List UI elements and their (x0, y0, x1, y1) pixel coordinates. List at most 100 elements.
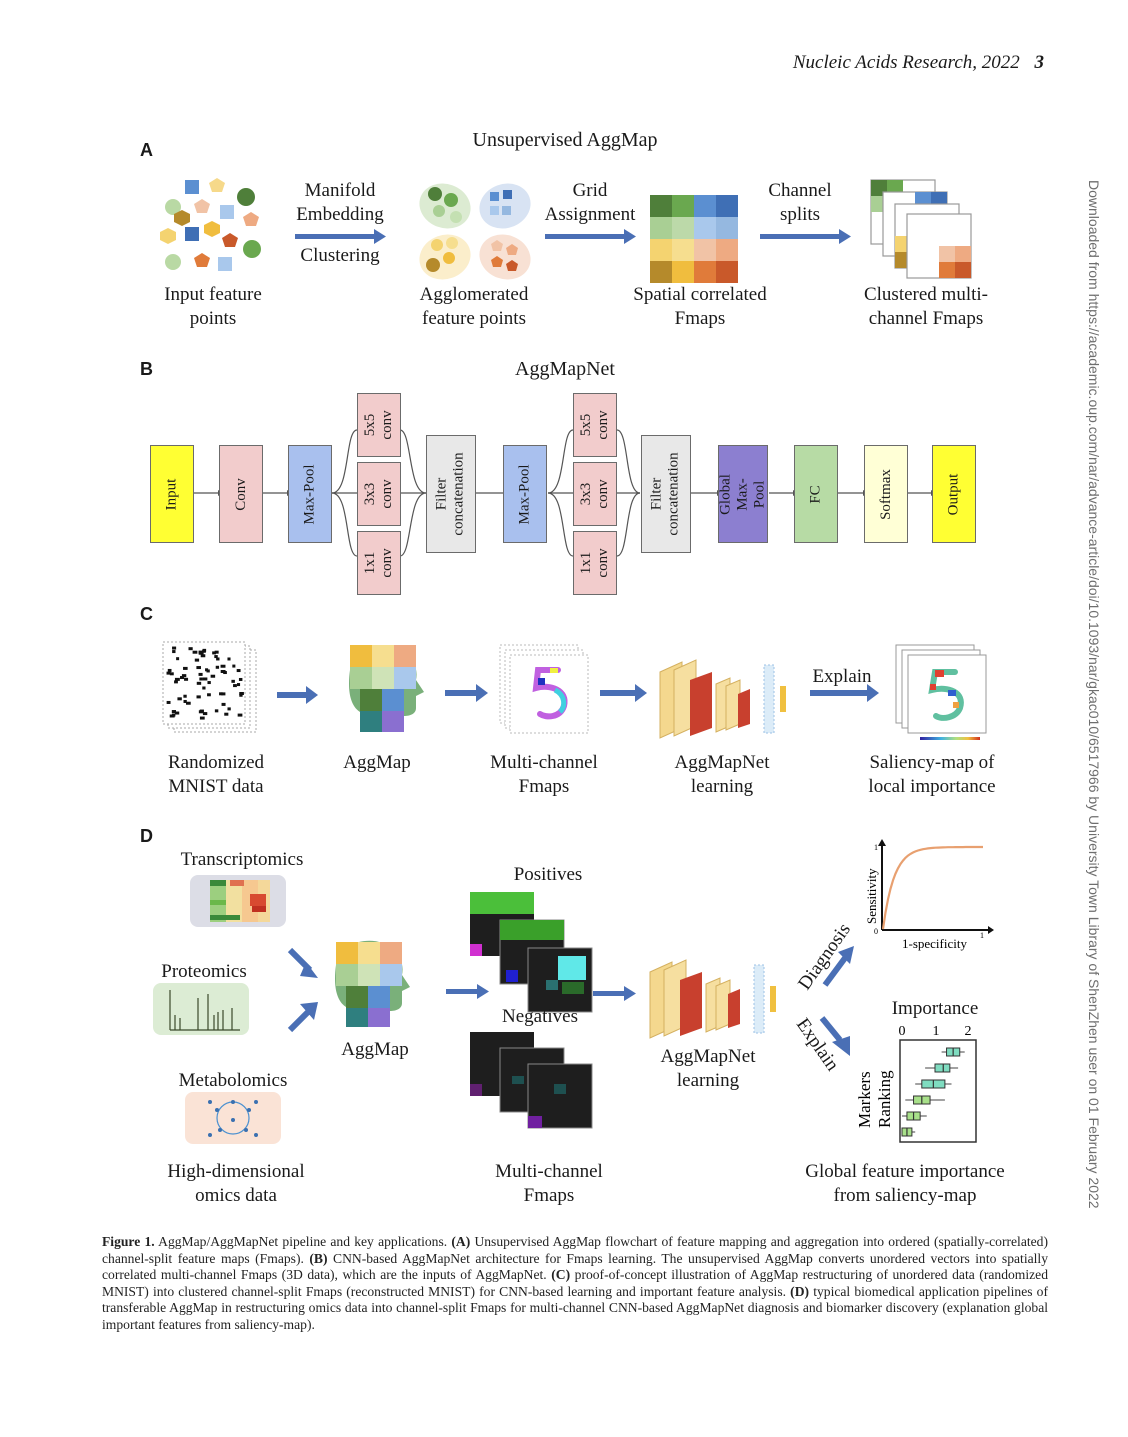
block-label: 5x5 conv (578, 410, 611, 440)
mnist-pixel (172, 650, 176, 654)
d-label-aggmap: AggMap (341, 1039, 409, 1060)
mnist-pixel (202, 677, 208, 681)
importance-ylabel-markers: Markers (855, 1071, 874, 1128)
roc-x-label: 1-specificity (902, 936, 967, 951)
arrow-c-2 (445, 684, 488, 702)
mnist-pixel (174, 680, 178, 684)
label-line: learning (676, 1070, 740, 1091)
arrow-diagnosis (822, 946, 854, 987)
mnist-pixel (196, 666, 201, 670)
aggmap-head-icon-d (335, 940, 410, 1027)
panel-a-graphics (160, 178, 972, 283)
panel-b-title: AggMapNet (515, 358, 615, 380)
mnist-pixel (220, 664, 226, 668)
grid-cell (650, 261, 672, 283)
clustered-channel-stack (870, 179, 972, 279)
grid-cell (716, 239, 738, 261)
mnist-pixel (221, 702, 226, 706)
transcriptomics-heatmap-icon (190, 875, 286, 927)
mnist-pixel (221, 692, 226, 696)
panel-c-graphics (162, 641, 987, 740)
aggmap-head-icon (349, 645, 424, 732)
running-header: Nucleic Acids Research, 2022 3 (793, 52, 1044, 74)
block-global-maxpool: Global Max-Pool (718, 445, 768, 543)
block-filter-concat-1: Filter concatenation (426, 435, 476, 553)
metabolomics-network-icon (185, 1092, 281, 1144)
mnist-pixel (200, 654, 206, 658)
explain-label-c: Explain (812, 666, 872, 687)
roc-curve-chart: 1 0 1 1-specificity Sensitivity (864, 839, 994, 951)
label-line: MNIST data (168, 776, 264, 797)
label-line: Fmaps (674, 308, 726, 329)
mnist-pixel (239, 693, 243, 697)
mnist-pixel (183, 699, 187, 703)
mnist-pixel (179, 676, 185, 680)
block-label: Softmax (877, 468, 894, 520)
mnist-pixel (176, 657, 180, 661)
c-label-aggmap: AggMap (317, 751, 437, 775)
block-filter-concat-2: Filter concatenation (641, 435, 691, 553)
label-line: from saliency-map (833, 1185, 977, 1206)
block-softmax: Softmax (864, 445, 908, 543)
arrow-label-channel: Channel (768, 180, 832, 201)
label-line: Global feature importance (805, 1161, 1005, 1182)
mnist-pixel (171, 713, 176, 717)
mnist-pixel (166, 671, 171, 675)
grid-cell (694, 261, 716, 283)
mnist-pixel (172, 646, 177, 650)
caption-figure-label: Figure 1. (102, 1234, 155, 1249)
grid-cell (672, 239, 694, 261)
mnist-pixel (227, 707, 231, 711)
grid-cell (672, 217, 694, 239)
figure-caption: Figure 1. AggMap/AggMapNet pipeline and … (102, 1234, 1048, 1334)
block-label: Output (945, 473, 962, 515)
label-line: Clustered multi- (863, 284, 988, 305)
arrow-explain-c (810, 684, 879, 702)
importance-ylabel-ranking: Ranking (875, 1070, 894, 1128)
block-maxpool-1: Max-Pool (288, 445, 332, 543)
block-fc: FC (794, 445, 838, 543)
block-label: Global Max-Pool (717, 473, 768, 515)
arrow-label-splits: splits (779, 204, 821, 225)
caption-ref-d: (D) (790, 1283, 810, 1299)
roc-origin-tick: 0 (874, 927, 878, 936)
mnist-pixel (183, 666, 188, 670)
arrow-c-3 (600, 684, 647, 702)
arrow-transcriptomics-to-aggmap (287, 947, 318, 978)
roc-x-tick-1: 1 (980, 931, 984, 940)
arrow-manifold-embedding (295, 229, 386, 244)
arrow-grid-assignment (545, 229, 636, 244)
omics-label-transcriptomics: Transcriptomics (180, 849, 304, 870)
journal-name: Nucleic Acids Research, 2022 (792, 52, 1020, 73)
importance-tick-1: 1 (933, 1024, 940, 1039)
label-line: Fmaps (523, 1185, 575, 1206)
arrow-label-clustering: Clustering (300, 245, 380, 266)
arrow-proteomics-to-aggmap (287, 1002, 318, 1033)
mnist-pixel (183, 694, 187, 698)
label-line: omics data (195, 1185, 277, 1206)
randomized-mnist-image (162, 641, 257, 733)
box-iqr (934, 1063, 951, 1073)
mnist-pixel (199, 716, 205, 720)
mnist-pixel (174, 677, 180, 681)
mnist-pixel (181, 674, 187, 678)
grid-cell (650, 239, 672, 261)
label-line: learning (690, 776, 754, 797)
arrow-c-1 (277, 686, 318, 704)
mnist-pixel (205, 668, 209, 672)
block-label: 1x1 conv (362, 548, 395, 578)
grid-cell (694, 239, 716, 261)
mnist-pixel (233, 684, 237, 688)
mnist-pixel (214, 650, 219, 654)
omics-label-proteomics: Proteomics (161, 961, 247, 982)
label-line: Saliency-map of (869, 752, 995, 773)
mnist-pixel (198, 650, 204, 654)
label-line: local importance (868, 776, 996, 797)
roc-y-label: Sensitivity (864, 868, 879, 924)
mnist-pixel (166, 700, 171, 704)
mnist-pixel (214, 655, 218, 659)
importance-title: Importance (891, 998, 979, 1019)
